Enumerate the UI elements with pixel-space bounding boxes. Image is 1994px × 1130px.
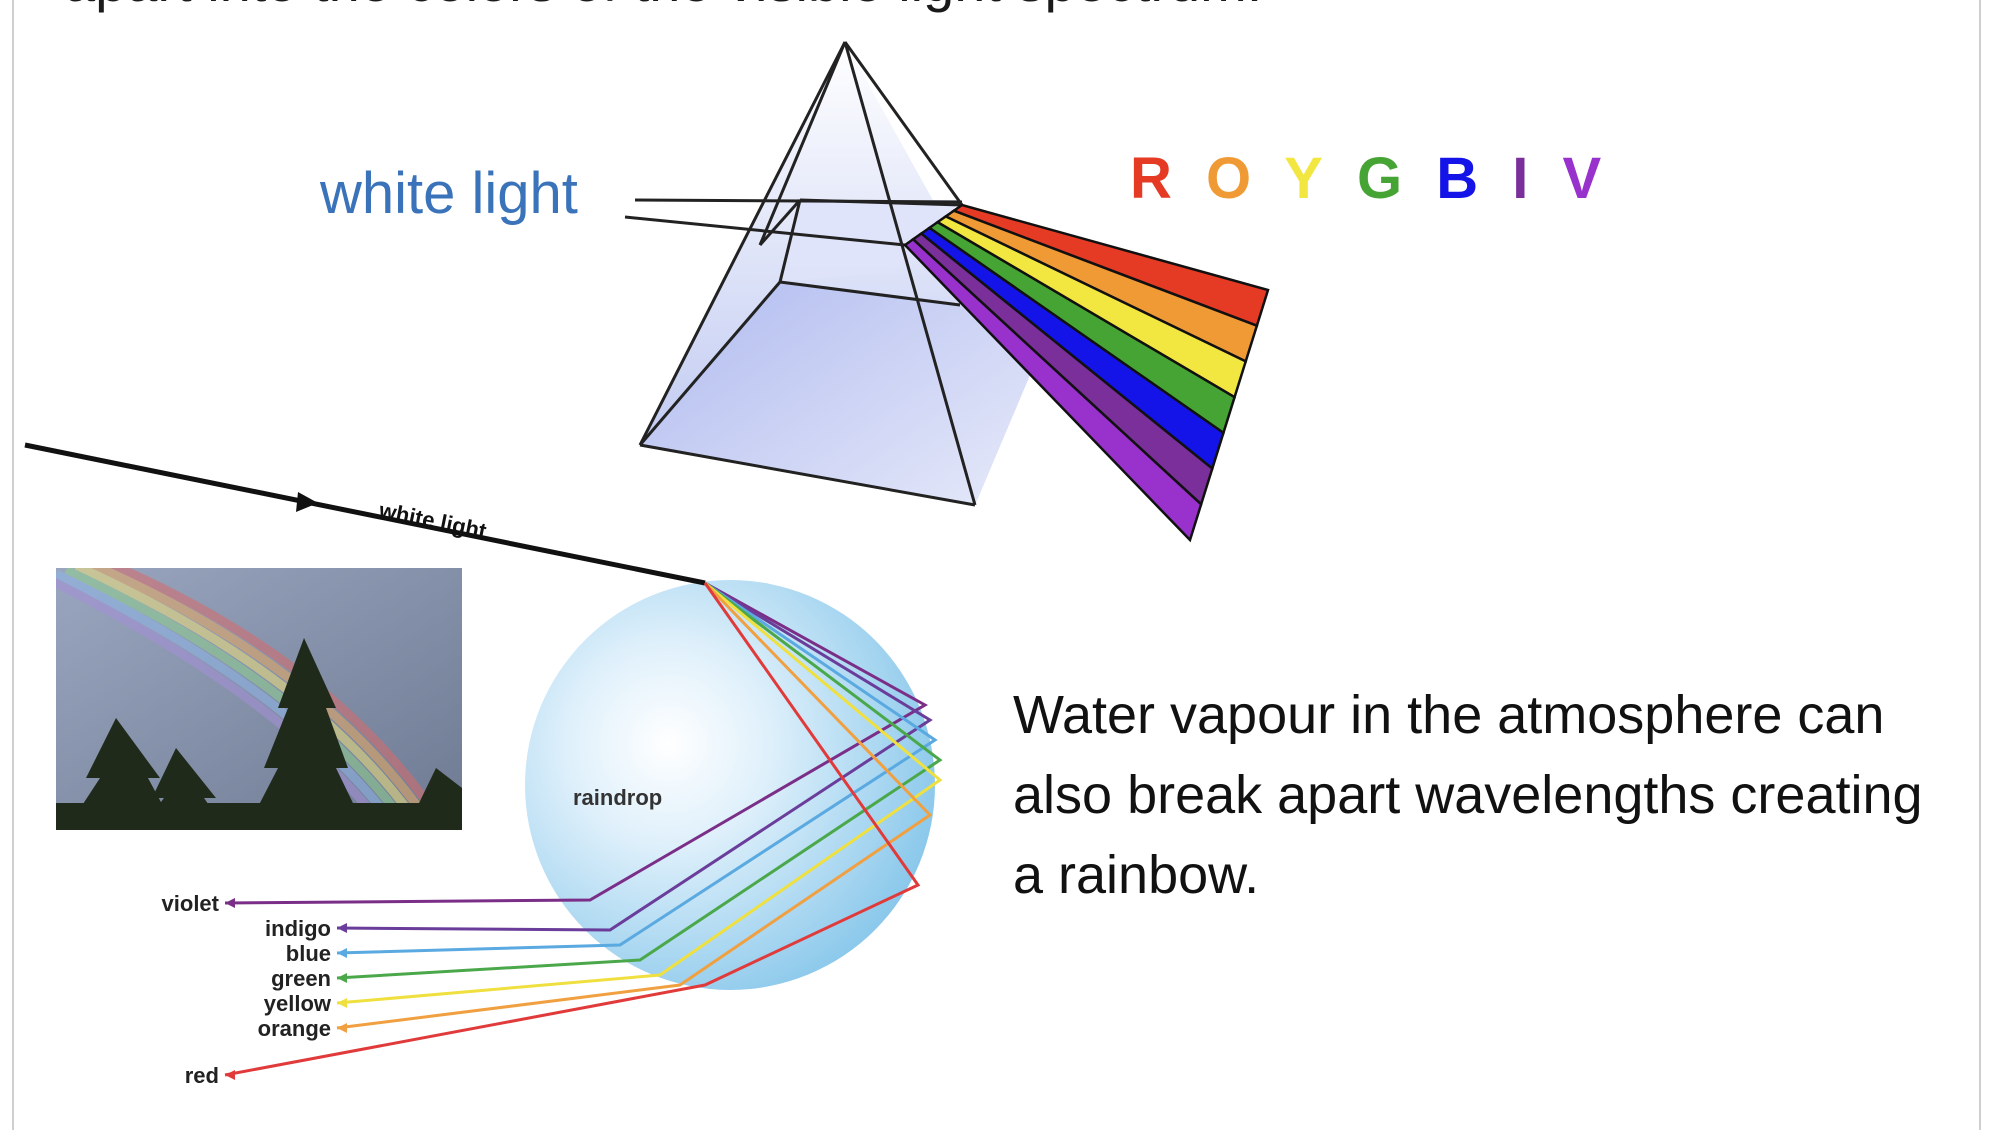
ray-arrowhead-blue xyxy=(337,948,347,958)
slide-right-border xyxy=(1979,0,1981,1130)
ray-green xyxy=(336,581,943,980)
roygbiv-letter-i: I xyxy=(1512,146,1531,211)
rainbow-photo xyxy=(56,568,462,830)
ray-arrowhead-orange xyxy=(337,1023,347,1033)
output-label-red: red xyxy=(185,1063,219,1088)
roygbiv-mnemonic: R O Y G B I V xyxy=(1130,150,1617,208)
output-label-yellow: yellow xyxy=(264,991,332,1016)
caption-text: Water vapour in the atmosphere can also … xyxy=(1013,685,1923,905)
roygbiv-letter-g: G xyxy=(1357,146,1405,211)
roygbiv-letter-v: V xyxy=(1562,146,1604,211)
roygbiv-letter-b: B xyxy=(1436,146,1481,211)
ray-indigo xyxy=(336,581,933,932)
ray-yellow xyxy=(336,581,943,1005)
roygbiv-letter-o: O xyxy=(1206,146,1254,211)
top-text-partial: apart into the colors of the visible lig… xyxy=(64,0,1262,10)
prism-white-light-label: white light xyxy=(320,161,578,226)
output-label-blue: blue xyxy=(286,941,331,966)
output-label-indigo: indigo xyxy=(265,916,331,941)
ray-red xyxy=(224,582,921,1077)
raindrop-white-light-ray xyxy=(24,442,706,586)
output-label-green: green xyxy=(271,966,331,991)
spectrum-band xyxy=(903,237,1203,543)
ray-arrowhead-red xyxy=(225,1070,235,1080)
ray-arrowhead-indigo xyxy=(337,923,347,933)
ray-violet xyxy=(224,581,929,905)
ray-arrowhead-green xyxy=(337,973,347,983)
ray-blue xyxy=(336,581,938,955)
slide-left-border xyxy=(12,0,14,1130)
roygbiv-letter-r: R xyxy=(1130,146,1174,211)
roygbiv-letter-y: Y xyxy=(1284,146,1325,211)
raindrop-circle xyxy=(525,580,935,990)
rainbow-photo-image xyxy=(56,568,462,830)
output-label-orange: orange xyxy=(258,1016,331,1041)
prism-incoming-ray xyxy=(624,198,963,247)
raindrop-refracted-rays xyxy=(224,581,943,1080)
ray-arrowhead-yellow xyxy=(337,998,347,1008)
prism-spectrum-bands xyxy=(903,203,1270,543)
raindrop-label: raindrop xyxy=(573,785,662,810)
ray-arrowhead-violet xyxy=(225,898,235,908)
raindrop-white-light-label: white light xyxy=(376,497,489,544)
ray-orange xyxy=(336,581,933,1030)
output-label-violet: violet xyxy=(162,891,220,916)
